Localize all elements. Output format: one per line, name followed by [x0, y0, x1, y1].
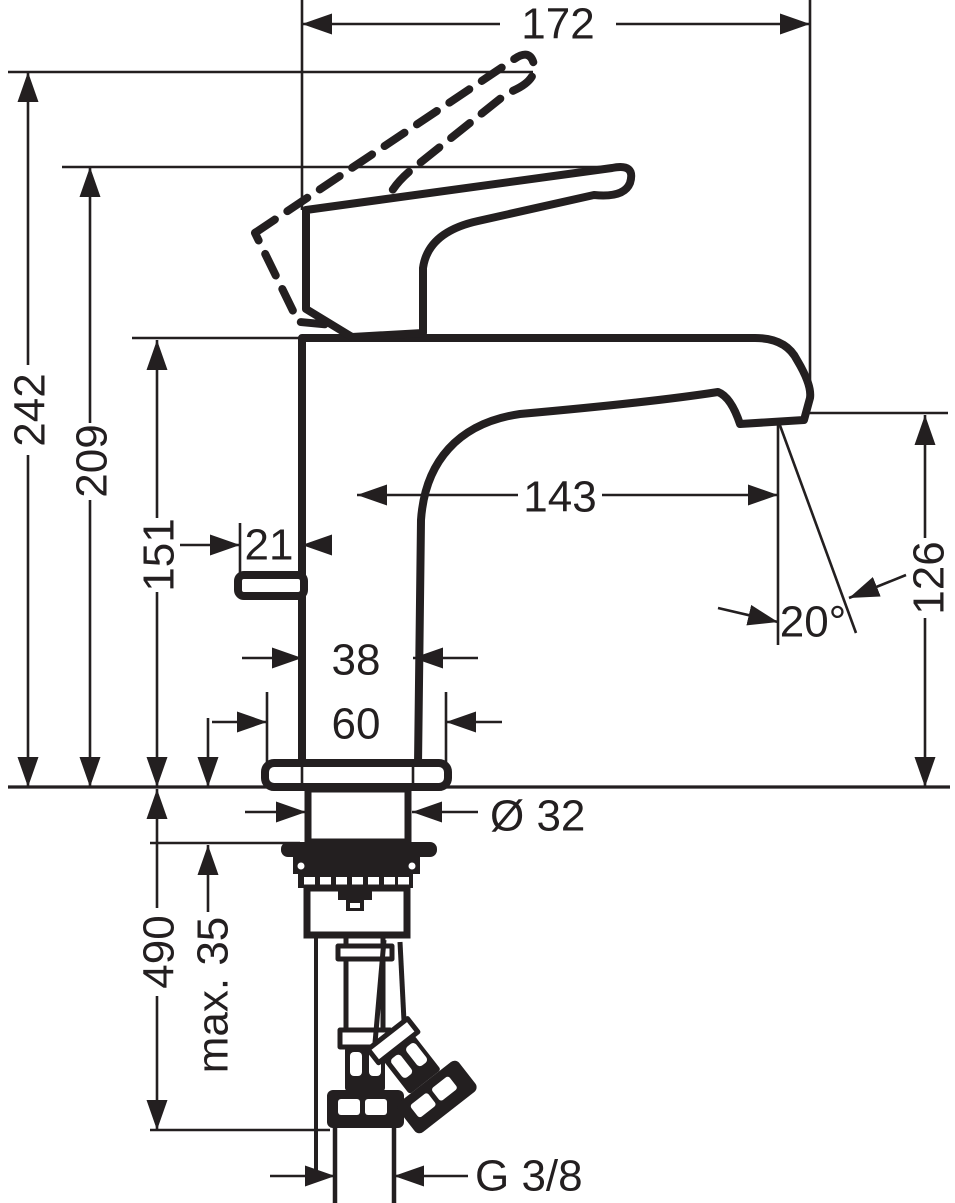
mounting-flange: [261, 759, 452, 791]
side-protrusion: [234, 571, 308, 600]
dim-label-172: 172: [521, 0, 594, 49]
dim-label-dia32: Ø 32: [490, 792, 585, 841]
handle-lever-solid: [302, 163, 636, 341]
supply-hoses: [314, 935, 477, 1203]
dim-label-g38: G 3/8: [475, 1152, 583, 1201]
dimension-lines: [17, 13, 936, 1187]
faucet-body: [298, 334, 815, 769]
dim-label-151: 151: [135, 518, 184, 591]
dim-label-143: 143: [523, 473, 596, 522]
dim-label-490: 490: [135, 915, 184, 988]
shank-and-fixing-hardware: [281, 785, 437, 939]
dim-label-21: 21: [245, 521, 294, 570]
dimension-labels: 172 242 209 151 21 38 60 143 126 20° Ø 3…: [6, 0, 954, 1201]
dim-label-max35: max. 35: [189, 917, 238, 1074]
dim-label-242: 242: [6, 373, 55, 446]
dim-label-38: 38: [332, 636, 381, 685]
dim-label-60: 60: [332, 700, 381, 749]
dim-label-20deg: 20°: [780, 598, 847, 647]
dim-label-209: 209: [68, 424, 117, 497]
dim-label-126: 126: [905, 541, 954, 614]
